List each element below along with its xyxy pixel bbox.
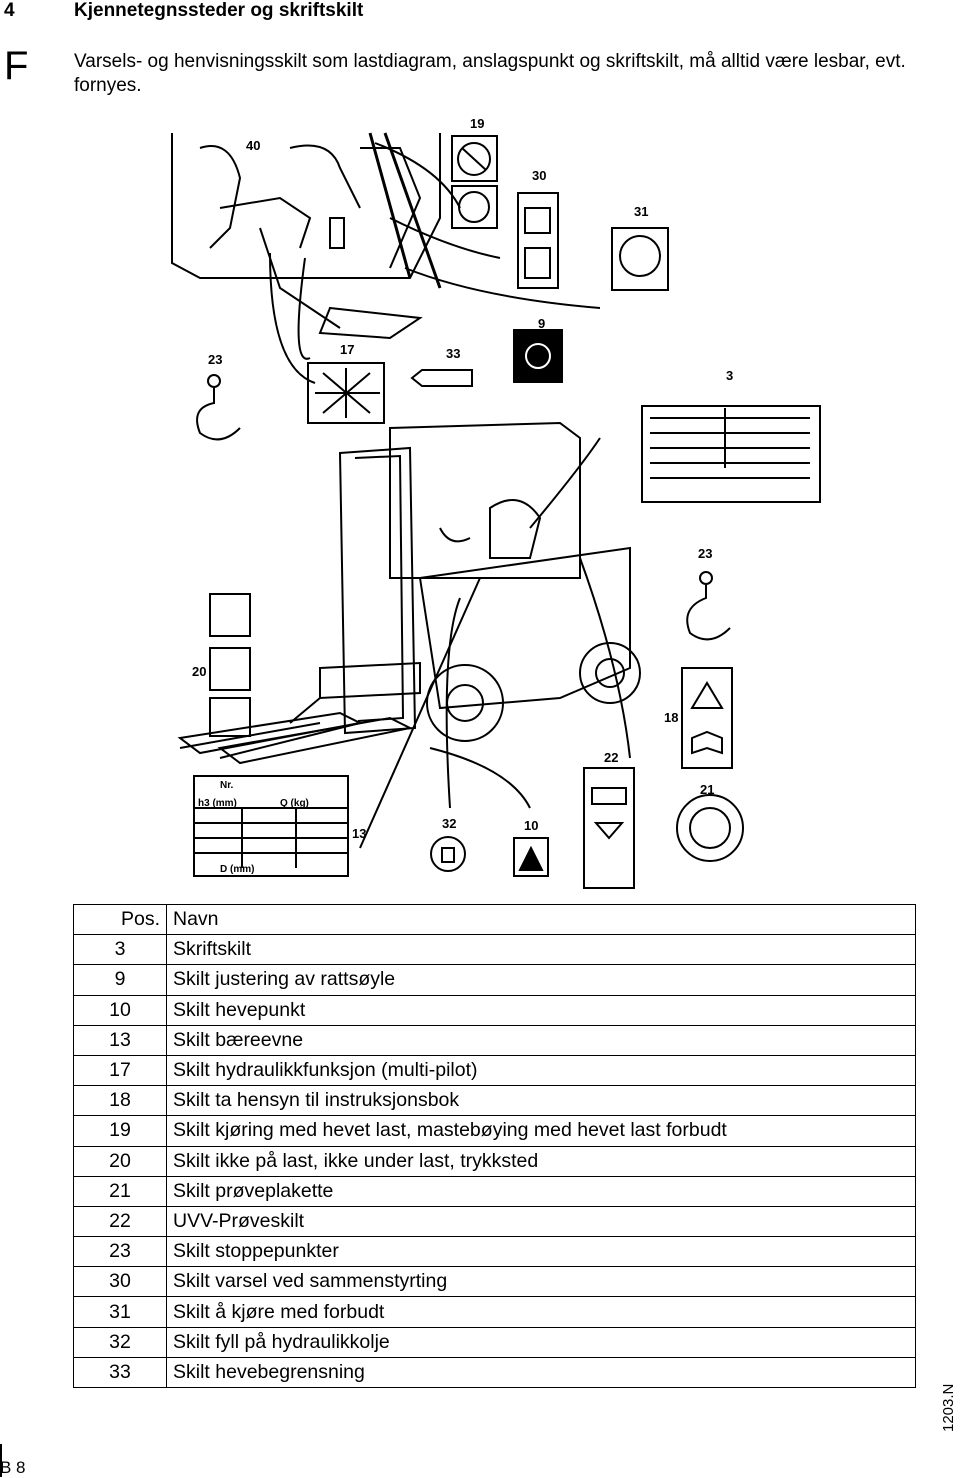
row-name: UVV-Prøveskilt (166, 1205, 916, 1238)
row-pos: 32 (73, 1326, 167, 1358)
leader-40b (269, 252, 316, 384)
row-name: Skilt hevebegrensning (166, 1356, 916, 1389)
cab-detail-illustration (171, 132, 442, 340)
row-name: Skilt hydraulikkfunksjon (multi-pilot) (166, 1054, 916, 1087)
forklift-illustration (177, 421, 641, 765)
row-name: Skilt varsel ved sammenstyrting (166, 1266, 916, 1298)
callout-30: 30 (532, 168, 546, 183)
leader-32 (445, 597, 461, 809)
callout-23: 23 (208, 352, 222, 367)
callout-33: 33 (446, 346, 460, 361)
header-pos: Pos. (73, 903, 167, 936)
row-pos: 18 (73, 1085, 167, 1117)
row-pos: 9 (73, 964, 167, 996)
callout-40: 40 (246, 138, 260, 153)
row-pos: 3 (73, 934, 167, 966)
section-title: Kjennetegnssteder og skriftskilt (74, 0, 364, 21)
row-name: Skilt justering av rattsøyle (166, 964, 916, 996)
row-name: Skriftskilt (166, 934, 916, 966)
leader-13 (359, 577, 481, 849)
callout-9: 9 (538, 316, 545, 331)
row-pos: 22 (73, 1205, 167, 1238)
callout-22: 22 (604, 750, 618, 765)
row-pos: 17 (73, 1054, 167, 1087)
row-pos: 21 (73, 1175, 167, 1207)
callout-20: 20 (192, 664, 206, 679)
callout-21: 21 (700, 782, 714, 797)
page-number: B 8 (0, 1458, 26, 1477)
leader-19 (374, 142, 461, 209)
table-header-row: Pos. Navn (73, 903, 916, 936)
row-pos: 13 (73, 1024, 167, 1056)
row-name: Skilt ikke på last, ikke under last, try… (166, 1145, 916, 1177)
row-pos: 33 (73, 1356, 167, 1389)
row-name: Skilt prøveplakette (166, 1175, 916, 1207)
row-name: Skilt stoppepunkter (166, 1236, 916, 1268)
callout-32: 32 (442, 816, 456, 831)
leader-22 (579, 557, 631, 759)
leader-10 (429, 747, 531, 809)
subsection-letter: F (4, 44, 29, 88)
callout-23-right: 23 (698, 546, 712, 561)
row-name: Skilt ta hensyn til instruksjonsbok (166, 1085, 916, 1117)
row-pos: 20 (73, 1145, 167, 1177)
callout-17: 17 (340, 342, 354, 357)
section-number: 4 (4, 0, 15, 21)
plate-nr-label: Nr. (220, 780, 234, 791)
row-name: Skilt kjøring med hevet last, mastebøyin… (166, 1115, 916, 1147)
intro-text: Varsels- og henvisningsskilt som lastdia… (74, 51, 906, 96)
row-pos: 10 (73, 994, 167, 1026)
callout-10: 10 (524, 818, 538, 833)
plate-d-label: D (mm) (220, 864, 254, 875)
callout-18: 18 (664, 710, 678, 725)
row-pos: 30 (73, 1266, 167, 1298)
row-pos: 19 (73, 1115, 167, 1147)
leader-9 (529, 437, 601, 529)
callout-31: 31 (634, 204, 648, 219)
row-name: Skilt bæreevne (166, 1024, 916, 1056)
callout-3: 3 (726, 368, 733, 383)
row-pos: 23 (73, 1236, 167, 1268)
forklift-sign-diagram: 40 19 30 31 9 23 17 33 3 23 20 18 22 21 … (171, 116, 821, 889)
header-name: Navn (166, 903, 916, 936)
document-code: 1203.N (940, 1383, 957, 1432)
leader-31 (404, 267, 601, 309)
leader-40 (297, 257, 311, 360)
leader-30 (389, 217, 501, 259)
callout-19: 19 (470, 116, 484, 131)
page-margin-bar (0, 1444, 2, 1477)
plate-h3-label: h3 (mm) (198, 798, 237, 809)
row-name: Skilt å kjøre med forbudt (166, 1296, 916, 1328)
row-pos: 31 (73, 1296, 167, 1328)
plate-q-label: Q (kg) (280, 798, 309, 809)
row-name: Skilt fyll på hydraulikkolje (166, 1326, 916, 1358)
callout-13: 13 (352, 826, 366, 841)
row-name: Skilt hevepunkt (166, 994, 916, 1026)
